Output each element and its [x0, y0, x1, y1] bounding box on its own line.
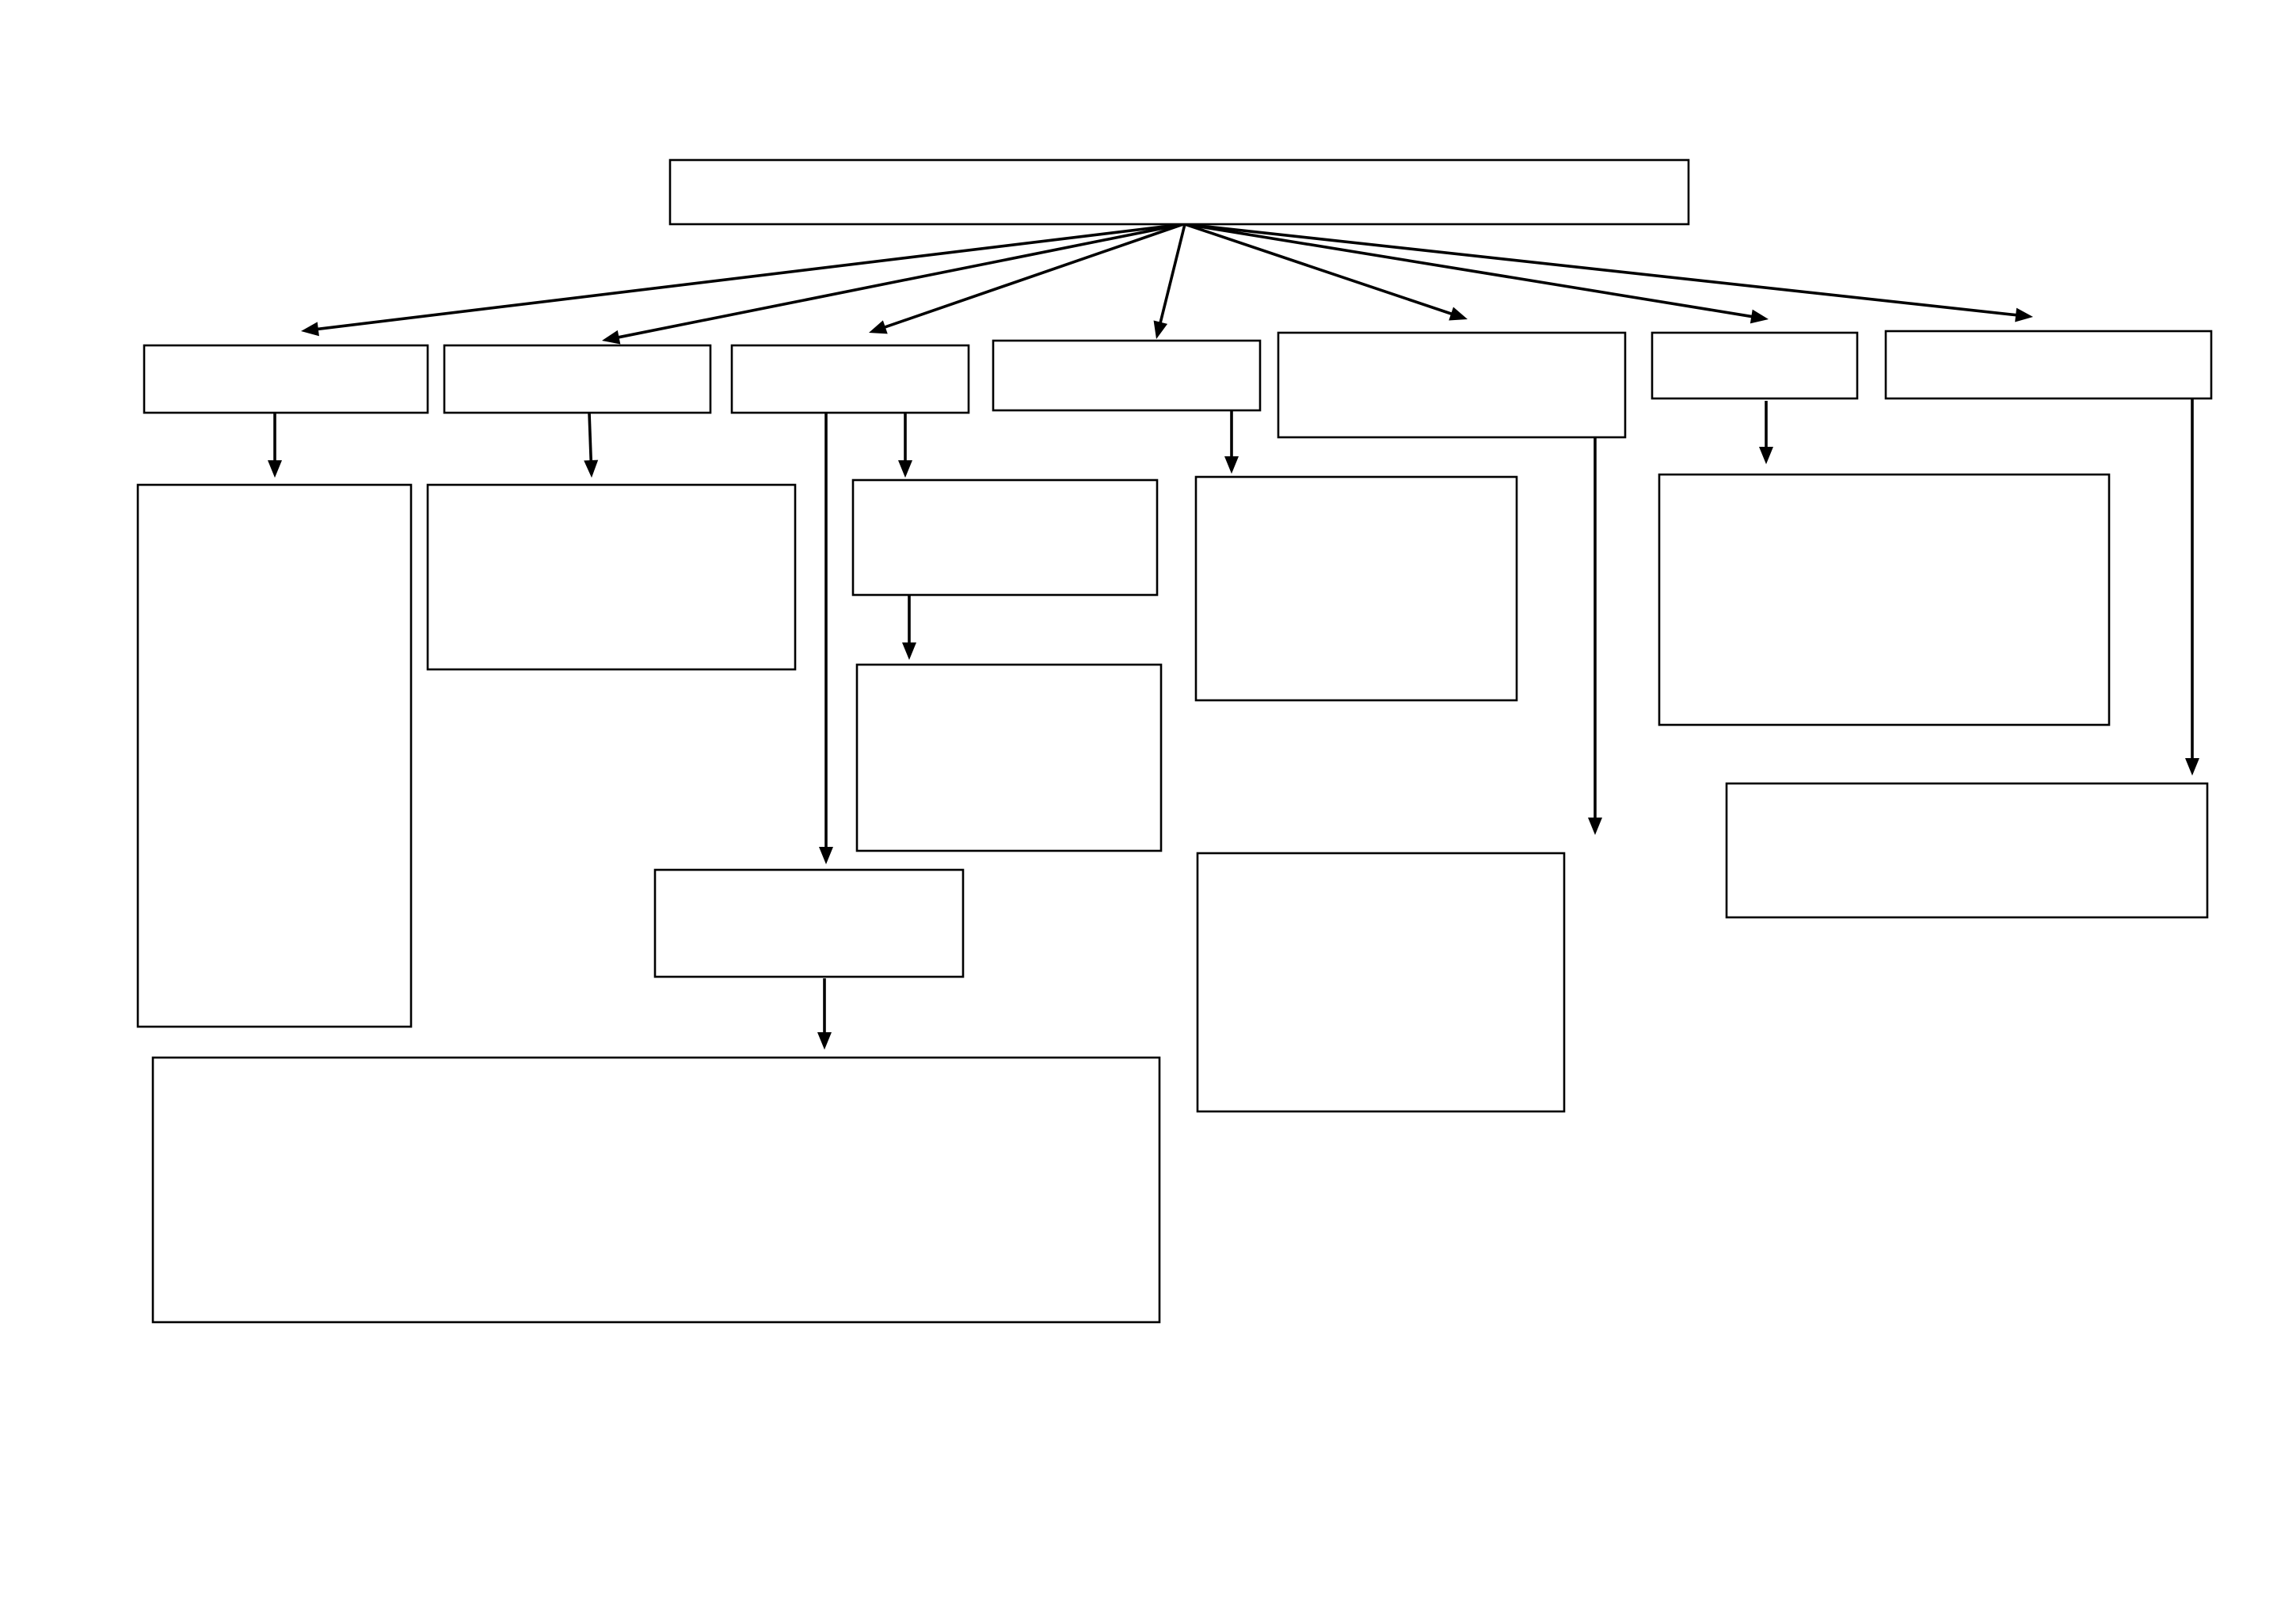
node-box	[1658, 473, 2111, 726]
flow-edge-level1-3-to-level2-3b	[819, 413, 833, 864]
edge-line	[588, 412, 593, 463]
arrowhead-icon	[1224, 456, 1239, 474]
node-box	[1277, 331, 1627, 439]
flow-node-level1-7	[1884, 330, 2213, 400]
edge-line	[1184, 223, 1453, 316]
node-box	[730, 344, 970, 414]
flow-edge-level1-7-to-level2-7	[2185, 398, 2199, 776]
flow-node-level2-4	[1194, 475, 1518, 702]
node-box	[992, 339, 1262, 412]
node-box	[136, 483, 413, 1028]
flow-node-level1-1	[143, 344, 429, 414]
edge-line	[617, 223, 1184, 339]
flow-edge-level1-4-to-level2-4	[1224, 410, 1239, 474]
flow-edge-root-to-level1-4	[1153, 223, 1186, 339]
flow-node-level2-5	[1196, 852, 1566, 1113]
arrowhead-icon	[301, 322, 319, 337]
flow-node-level2-3	[851, 478, 1159, 597]
node-box	[668, 158, 1690, 226]
flow-edge-root-to-level1-6	[1184, 223, 1769, 324]
flow-edge-root-to-level1-1	[301, 223, 1184, 337]
node-box	[151, 1056, 1161, 1324]
flow-node-level3-3b	[151, 1056, 1161, 1324]
arrowhead-icon	[1588, 818, 1602, 835]
edge-line	[1159, 223, 1186, 325]
node-box	[443, 344, 712, 414]
flow-edge-level1-5-to-level2-5	[1588, 437, 1602, 835]
node-box	[855, 663, 1163, 852]
arrowhead-icon	[898, 460, 912, 478]
flow-node-level2-6	[1658, 473, 2111, 726]
arrowhead-icon	[1153, 320, 1168, 339]
flow-node-level1-4	[992, 339, 1262, 412]
flow-node-level2-1	[136, 483, 413, 1028]
arrowhead-icon	[2185, 758, 2199, 776]
arrowhead-icon	[268, 460, 282, 478]
flow-edge-level1-6-to-level2-6	[1759, 401, 1773, 464]
diagram-edges	[268, 223, 2199, 1050]
arrowhead-icon	[819, 847, 833, 864]
flow-edge-level1-2-to-level2-2	[584, 412, 599, 478]
node-box	[426, 483, 797, 671]
arrowhead-icon	[1759, 447, 1773, 464]
flow-node-root	[668, 158, 1690, 226]
node-box	[1651, 331, 1859, 400]
node-box	[851, 478, 1159, 597]
arrowhead-icon	[602, 330, 621, 345]
flow-node-level1-3	[730, 344, 970, 414]
flow-edge-level2-3-to-level3-3	[902, 595, 916, 660]
flow-node-level3-3	[855, 663, 1163, 852]
arrowhead-icon	[1449, 307, 1468, 321]
node-box	[1884, 330, 2213, 400]
arrowhead-icon	[1750, 309, 1769, 324]
flow-node-level2-2	[426, 483, 797, 671]
flow-node-level1-2	[443, 344, 712, 414]
flow-node-level1-6	[1651, 331, 1859, 400]
edge-line	[1184, 223, 2018, 317]
flow-edge-root-to-level1-5	[1184, 223, 1468, 321]
node-box	[1725, 782, 2209, 919]
edge-line	[1184, 223, 1753, 318]
node-box	[143, 344, 429, 414]
arrowhead-icon	[869, 320, 888, 334]
node-box	[653, 868, 965, 978]
flow-edge-root-to-level1-2	[602, 223, 1184, 345]
flow-edge-level1-1-to-level2-1	[268, 413, 282, 478]
flow-edge-level2-3b-to-level3-3b	[817, 978, 832, 1050]
arrowhead-icon	[2015, 307, 2033, 322]
flow-edge-level1-3-to-level2-3	[898, 413, 912, 478]
flow-node-level2-7	[1725, 782, 2209, 919]
node-box	[1196, 852, 1566, 1113]
arrowhead-icon	[584, 459, 599, 478]
edge-line	[883, 223, 1184, 330]
edge-line	[316, 223, 1184, 331]
arrowhead-icon	[817, 1032, 832, 1050]
diagram-nodes	[136, 158, 2213, 1324]
flow-edge-root-to-level1-7	[1184, 223, 2033, 322]
node-box	[1194, 475, 1518, 702]
arrowhead-icon	[902, 642, 916, 660]
flow-node-level2-3b	[653, 868, 965, 978]
flow-edge-root-to-level1-3	[869, 223, 1184, 334]
flow-node-level1-5	[1277, 331, 1627, 439]
